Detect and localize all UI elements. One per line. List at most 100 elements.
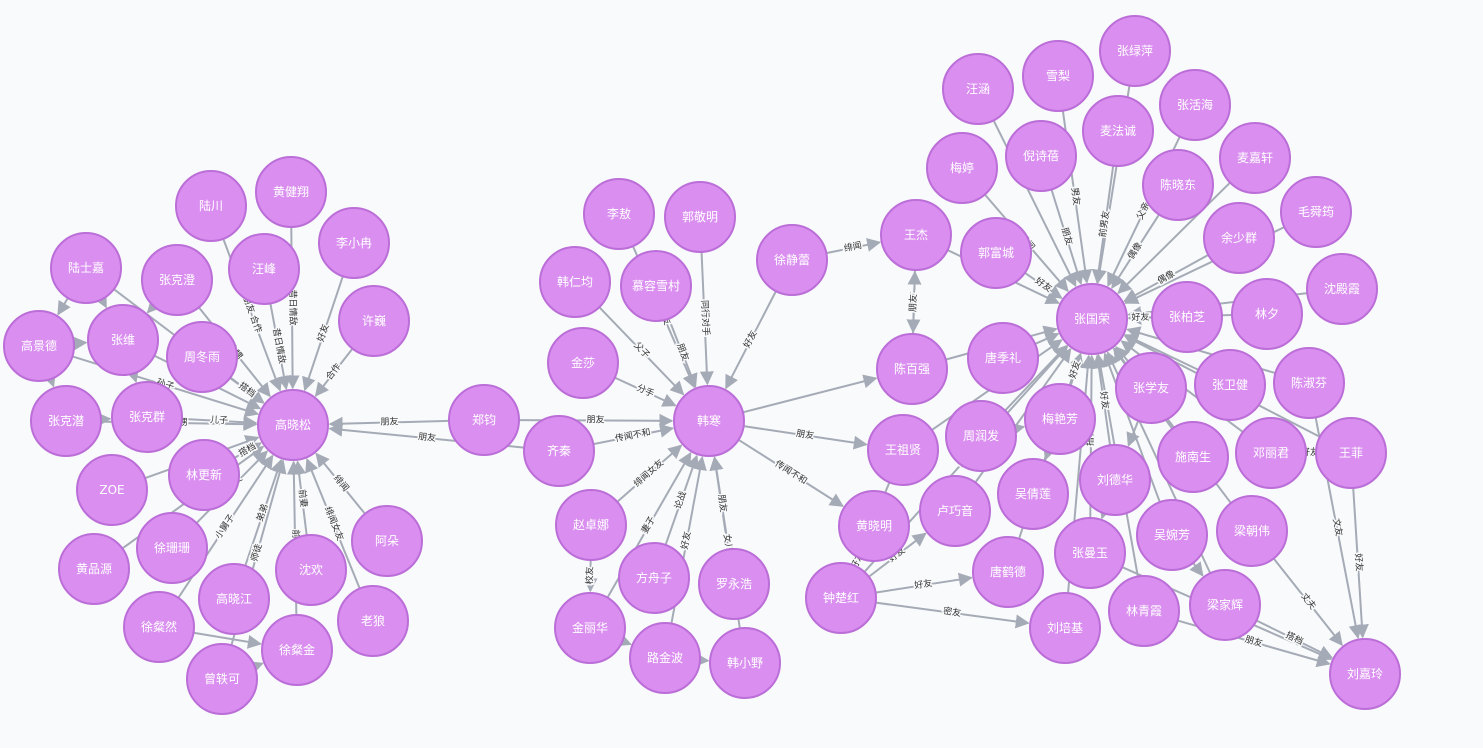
node-guofucheng[interactable]: 郭富城 [960,217,1032,289]
edge-tangjili-zhangguorong[interactable] [1034,332,1060,346]
edge-lujinbo-hanxiaoye[interactable] [695,652,710,667]
node-circle[interactable] [698,548,770,620]
node-wanghan[interactable]: 汪涵 [942,53,1014,125]
node-circle[interactable] [50,232,122,304]
node-aduo[interactable]: 阿朵 [351,505,423,577]
node-circle[interactable] [1136,499,1208,571]
edge-murongxuecun-hanhan[interactable] [667,318,698,388]
edge-qiqin-hanhan[interactable] [593,423,675,446]
node-circle[interactable] [539,246,611,318]
node-circle[interactable] [1024,383,1096,455]
node-zhangweijian[interactable]: 张卫健 [1194,349,1266,421]
node-zhoudongyu[interactable]: 周冬雨 [166,321,238,393]
edge-xujingmei-hanhan[interactable] [725,290,777,390]
edge-gaojingde-zhangwei[interactable] [73,336,88,351]
edge-zhourunfa-meiyanfang[interactable] [1010,422,1026,437]
node-xujingmei[interactable]: 徐静蕾 [756,224,828,296]
node-circle[interactable] [1306,253,1378,325]
node-circle[interactable] [618,542,690,614]
node-jinlihua[interactable]: 金丽华 [554,592,626,664]
node-zhengjun[interactable]: 郑钧 [448,384,520,456]
node-liangjiahui[interactable]: 梁家辉 [1189,569,1261,641]
node-circle[interactable] [3,310,75,382]
node-circle[interactable] [1280,176,1352,248]
node-meiyanfang[interactable]: 梅艳芳 [1024,383,1096,455]
node-wangzuxian[interactable]: 王祖贤 [867,414,939,486]
node-jinsha[interactable]: 金莎 [547,327,619,399]
node-chenxiaodong[interactable]: 陈晓东 [1142,149,1214,221]
node-hanxiaoye[interactable]: 韩小野 [709,627,781,699]
node-circle[interactable] [261,614,333,686]
node-nishibei[interactable]: 倪诗蓓 [1005,120,1077,192]
node-xueli[interactable]: 雪梨 [1022,40,1094,112]
edge-guojingming-hanhan[interactable] [699,251,714,386]
node-circle[interactable] [756,224,828,296]
edge-zhoudongyu-gaoxiaosong[interactable] [229,377,265,404]
node-zhaozhuona[interactable]: 赵卓娜 [555,489,627,561]
node-chenshufen[interactable]: 陈淑芬 [1273,347,1345,419]
edge-liudehua-zhangguorong[interactable] [1092,354,1112,446]
edge-zhangkecheng-zhangwei[interactable] [146,298,162,314]
node-zhanghuohai[interactable]: 张活海 [1159,69,1231,141]
edge-maifacheng-zhangguorong[interactable] [1091,165,1115,284]
node-lingengxin[interactable]: 林更新 [168,439,240,511]
node-circle[interactable] [709,627,781,699]
node-circle[interactable] [1005,120,1077,192]
node-lixiaoran[interactable]: 李小冉 [318,207,390,279]
edge-huangxiaoming-zhongchuhong[interactable] [855,549,869,566]
node-zhangwei[interactable]: 张维 [87,304,159,376]
node-circle[interactable] [664,181,736,253]
node-xucanjin[interactable]: 徐粲金 [261,614,333,686]
node-circle[interactable] [175,170,247,242]
edge-meiyanfang-wuqianlian[interactable] [1043,444,1057,461]
node-circle[interactable] [1157,421,1229,493]
edge-jinsha-hanhan[interactable] [614,376,677,407]
node-wuwanfang[interactable]: 吴婉芳 [1136,499,1208,571]
node-circle[interactable] [867,414,939,486]
node-hanrenjun[interactable]: 韩仁均 [539,246,611,318]
edge-zhangkequn-gaoxiaosong[interactable] [181,415,258,430]
node-xushanshan[interactable]: 徐珊珊 [136,512,208,584]
node-liupeiji[interactable]: 刘培基 [1029,592,1101,664]
node-circle[interactable] [136,512,208,584]
node-zhangkecheng[interactable]: 张克澄 [141,244,213,316]
node-circle[interactable] [838,490,910,562]
node-circle[interactable] [1216,495,1288,567]
node-zhangkejie[interactable]: 张克潜 [30,385,102,457]
edge-zhongchuhong-liupeiji[interactable] [875,601,1030,629]
node-xuwei[interactable]: 许巍 [338,285,410,357]
edge-xucanran-xucanjin[interactable] [193,631,262,649]
node-hanhan[interactable]: 韩寒 [673,385,745,457]
node-circle[interactable] [919,475,991,547]
node-circle[interactable] [186,643,258,715]
node-circle[interactable] [1082,95,1154,167]
node-tanghede[interactable]: 唐鹤德 [972,536,1044,608]
node-luchuan[interactable]: 陆川 [175,170,247,242]
node-circle[interactable] [523,415,595,487]
node-huangxiaoming[interactable]: 黄晓明 [838,490,910,562]
edge-zhourunfa-zhangguorong[interactable] [1004,344,1068,412]
edge-xujingmei-wangjie[interactable] [826,237,882,255]
node-circle[interactable] [255,156,327,228]
node-circle[interactable] [880,199,952,271]
node-circle[interactable] [1189,569,1261,641]
node-luoyonghao[interactable]: 罗永浩 [698,548,770,620]
node-maifacheng[interactable]: 麦法诚 [1082,95,1154,167]
node-circle[interactable] [1029,592,1101,664]
node-huangpinyuan[interactable]: 黄品源 [58,533,130,605]
node-qiqin[interactable]: 齐秦 [523,415,595,487]
node-circle[interactable] [673,385,745,457]
node-circle[interactable] [1099,15,1171,87]
node-wangfei[interactable]: 王菲 [1315,417,1387,489]
node-meiting[interactable]: 梅婷 [926,132,998,204]
edge-zengtieke-xucanjin[interactable] [248,661,264,675]
node-zengtieke[interactable]: 曾轶可 [186,643,258,715]
edge-nishibei-zhangguorong[interactable] [1050,189,1084,286]
node-circle[interactable] [1273,347,1345,419]
node-zhanglvping[interactable]: 张绿萍 [1099,15,1171,87]
node-circle[interactable] [318,207,390,279]
node-circle[interactable] [620,250,692,322]
edge-yushaoqun-zhangguorong[interactable] [1123,254,1209,303]
node-guojingming[interactable]: 郭敬明 [664,181,736,253]
node-circle[interactable] [554,592,626,664]
